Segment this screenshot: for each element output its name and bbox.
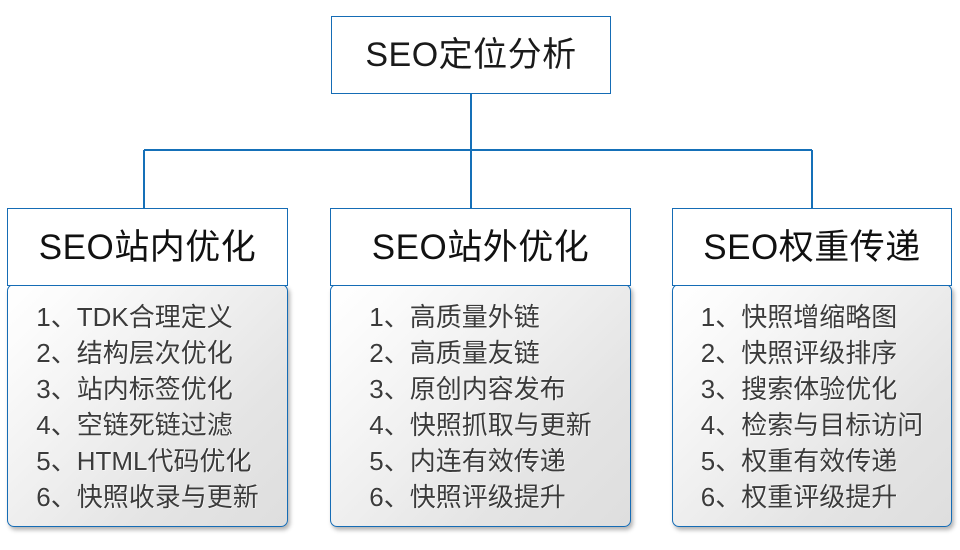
- list-item: 5、权重有效传递: [700, 446, 898, 477]
- branch-column-2: SEO站外优化 1、高质量外链 2、高质量友链 3、原创内容发布 4、快照抓取与…: [330, 208, 631, 528]
- branch-header-2[interactable]: SEO站外优化: [330, 208, 631, 286]
- list-item: 1、TDK合理定义: [36, 302, 233, 333]
- list-item: 2、结构层次优化: [36, 338, 233, 369]
- list-item: 1、快照增缩略图: [700, 302, 898, 333]
- list-item: 3、搜索体验优化: [700, 374, 898, 405]
- branch-header-label-3: SEO权重传递: [703, 227, 921, 267]
- branch-header-1[interactable]: SEO站内优化: [7, 208, 288, 286]
- list-item: 4、空链死链过滤: [36, 410, 233, 441]
- branch-list-2: 1、高质量外链 2、高质量友链 3、原创内容发布 4、快照抓取与更新 5、内连有…: [330, 284, 631, 528]
- branch-column-1: SEO站内优化 1、TDK合理定义 2、结构层次优化 3、站内标签优化 4、空链…: [7, 208, 288, 528]
- branch-column-3: SEO权重传递 1、快照增缩略图 2、快照评级排序 3、搜索体验优化 4、检索与…: [672, 208, 952, 528]
- list-item: 3、站内标签优化: [36, 374, 233, 405]
- list-item: 2、高质量友链: [369, 338, 540, 369]
- branch-header-label-2: SEO站外优化: [371, 227, 590, 267]
- branch-header-3[interactable]: SEO权重传递: [672, 208, 952, 286]
- branch-list-3: 1、快照增缩略图 2、快照评级排序 3、搜索体验优化 4、检索与目标访问 5、权…: [672, 284, 952, 528]
- list-item: 3、原创内容发布: [369, 374, 566, 405]
- list-item: 6、权重评级提升: [700, 482, 898, 513]
- branch-list-1: 1、TDK合理定义 2、结构层次优化 3、站内标签优化 4、空链死链过滤 5、H…: [7, 284, 288, 528]
- root-node-label: SEO定位分析: [365, 36, 577, 74]
- list-item: 2、快照评级排序: [700, 338, 898, 369]
- list-item: 6、快照评级提升: [369, 482, 566, 513]
- list-item: 5、内连有效传递: [369, 446, 566, 477]
- list-item: 5、HTML代码优化: [36, 446, 252, 477]
- list-item: 4、检索与目标访问: [700, 410, 924, 441]
- list-item: 1、高质量外链: [369, 302, 540, 333]
- root-node[interactable]: SEO定位分析: [331, 16, 611, 94]
- list-item: 6、快照收录与更新: [36, 482, 259, 513]
- list-item: 4、快照抓取与更新: [369, 410, 592, 441]
- branch-header-label-1: SEO站内优化: [38, 227, 257, 267]
